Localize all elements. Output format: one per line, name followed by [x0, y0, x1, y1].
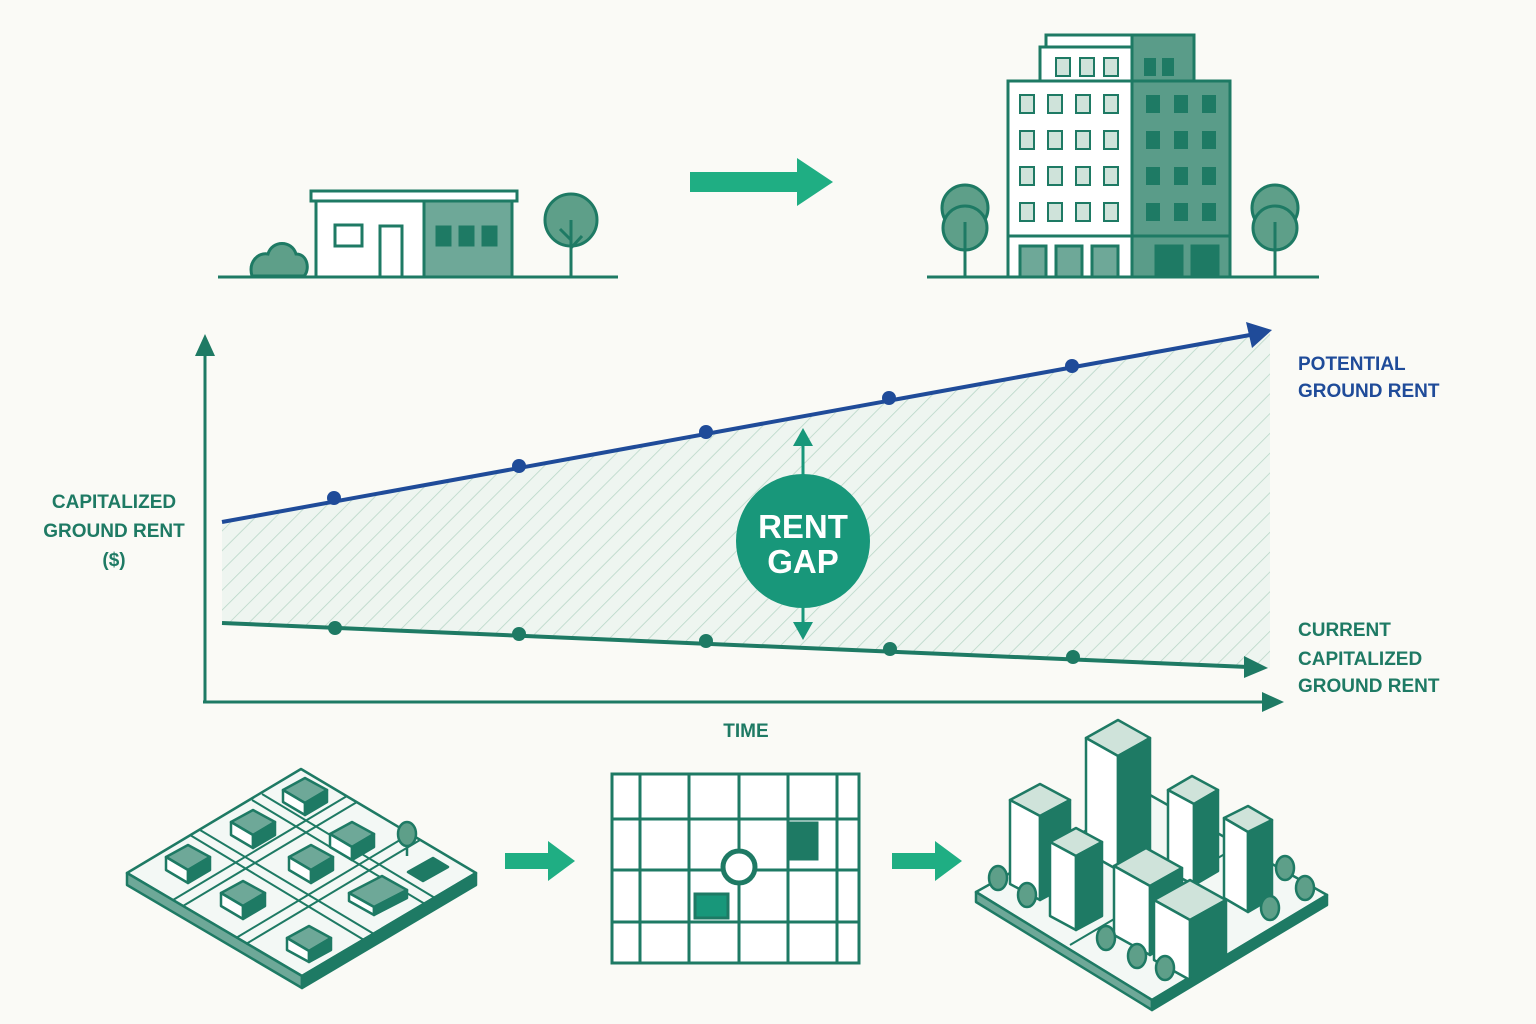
potential-point	[512, 459, 526, 473]
x-axis	[203, 692, 1284, 712]
current-point	[699, 634, 713, 648]
current-point	[883, 642, 897, 656]
current-point	[328, 621, 342, 635]
current-label-line2: CAPITALIZED	[1298, 649, 1422, 670]
low-rise-building-icon	[218, 189, 618, 279]
rent-gap-label-line1: RENT	[758, 508, 848, 545]
city-grid-plan-icon	[610, 772, 861, 965]
right-arrow-icon	[892, 841, 962, 881]
current-point	[512, 627, 526, 641]
rent-gap-chart: RENT GAP CAPITALIZED GROUND RENT ($) TIM…	[43, 322, 1440, 742]
high-rise-building-icon	[927, 33, 1319, 279]
potential-label-line1: POTENTIAL	[1298, 354, 1406, 375]
potential-point	[327, 491, 341, 505]
y-axis-label-line2: GROUND RENT	[43, 521, 185, 542]
y-axis-label-line1: CAPITALIZED	[52, 492, 176, 513]
current-series-label: CURRENT CAPITALIZED GROUND RENT	[1298, 620, 1440, 697]
x-axis-label: TIME	[723, 721, 768, 742]
potential-ground-rent-line	[221, 322, 1272, 524]
rent-gap-badge: RENT GAP	[736, 428, 870, 640]
y-axis-label-line3: ($)	[102, 550, 125, 571]
y-axis	[195, 334, 215, 702]
current-label-line1: CURRENT	[1298, 620, 1391, 641]
right-arrow-icon	[690, 158, 833, 206]
potential-series-label: POTENTIAL GROUND RENT	[1298, 354, 1440, 402]
potential-label-line2: GROUND RENT	[1298, 381, 1440, 402]
right-arrow-icon	[505, 841, 575, 881]
potential-point	[699, 425, 713, 439]
y-axis-label: CAPITALIZED GROUND RENT ($)	[43, 492, 185, 571]
rent-gap-label-line2: GAP	[767, 543, 839, 580]
isometric-downtown-icon	[974, 718, 1329, 1012]
current-ground-rent-line	[221, 621, 1268, 678]
potential-point	[882, 391, 896, 405]
potential-point	[1065, 359, 1079, 373]
rent-gap-area	[222, 333, 1270, 668]
current-label-line3: GROUND RENT	[1298, 676, 1440, 697]
isometric-neighborhood-icon	[125, 767, 478, 990]
current-point	[1066, 650, 1080, 664]
